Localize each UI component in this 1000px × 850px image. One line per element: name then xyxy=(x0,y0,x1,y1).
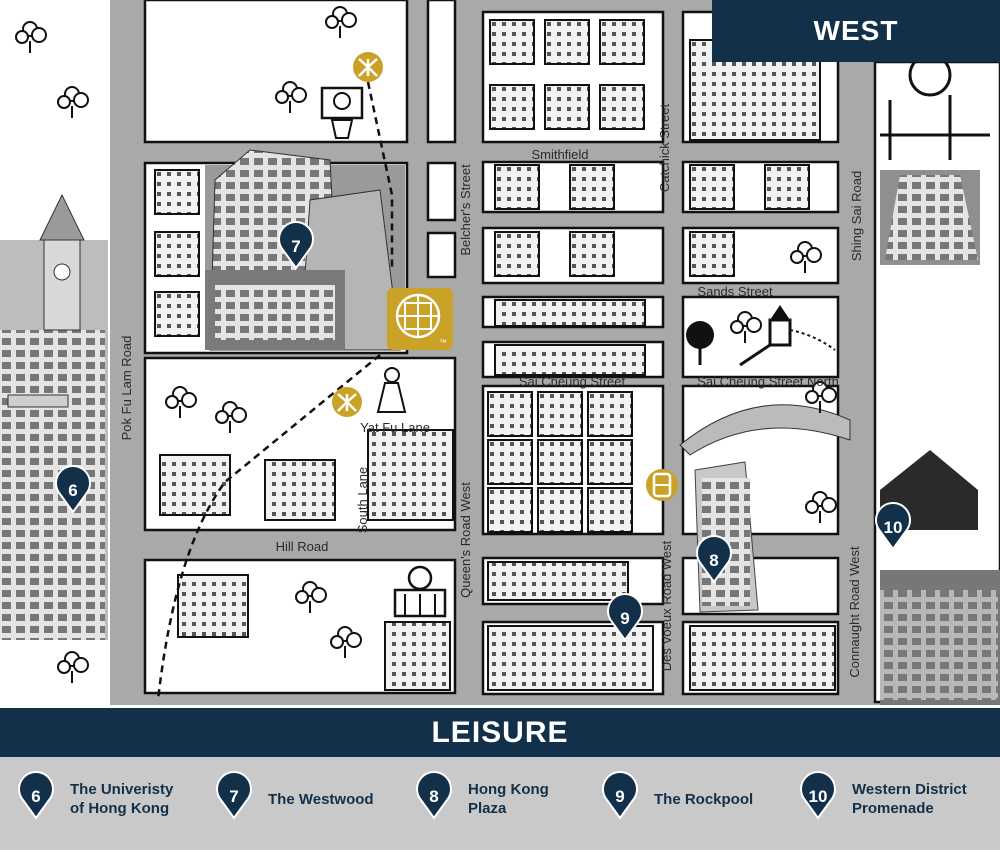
legend-item-9[interactable]: 9 The Rockpool xyxy=(600,771,753,827)
hotel-logo-icon: ™ xyxy=(387,288,453,350)
playground-icon xyxy=(686,305,836,367)
pedestrian-icon xyxy=(376,367,407,413)
legend-item-10[interactable]: 10 Western District Promenade xyxy=(798,771,967,827)
map-pin-9[interactable]: 9 xyxy=(606,593,644,641)
map-pin-8[interactable]: 8 xyxy=(695,535,733,583)
walking-route xyxy=(156,81,394,701)
street-label-queens-road-west: Queen's Road West xyxy=(458,482,473,598)
street-label-pok-fu-lam: Pok Fu Lam Road xyxy=(119,336,134,441)
map-pin-icon: 9 xyxy=(601,771,639,819)
street-label-yat-fu: Yat Fu Lane xyxy=(360,420,430,435)
district-map: Smithfield Catchick Street Shing Sai Roa… xyxy=(0,0,1000,705)
legend-label: The Westwood xyxy=(268,790,374,808)
street-label-des-voeux-road-west: Des Voeux Road West xyxy=(659,540,674,671)
street-label-connaught-road-west: Connaught Road West xyxy=(847,546,862,678)
trademark-mark: ™ xyxy=(439,338,447,347)
map-pin-number: 8 xyxy=(709,551,718,570)
legend-item-6[interactable]: 6 The Univeristy of Hong Kong xyxy=(16,771,173,827)
mtr-icon xyxy=(332,387,362,417)
map-pin-number: 7 xyxy=(291,237,300,256)
legend-label: The Univeristy of Hong Kong xyxy=(70,781,174,817)
westwood-building-photo xyxy=(205,149,405,351)
street-label-catchick: Catchick Street xyxy=(657,104,672,193)
legend-pin-number: 6 xyxy=(31,787,40,806)
map-pin-icon: 6 xyxy=(17,771,55,819)
map-pin-7[interactable]: 7 xyxy=(277,221,315,269)
map-pin-icon: 8 xyxy=(415,771,453,819)
street-label-smithfield: Smithfield xyxy=(531,147,588,162)
street-label-south-lane: South Lane xyxy=(355,467,370,534)
promenade-photos xyxy=(880,53,1000,705)
street-label-hill-road: Hill Road xyxy=(276,539,329,554)
street-label-sands: Sands Street xyxy=(697,284,773,299)
category-bar: LEISURE xyxy=(0,705,1000,757)
map-pin-6[interactable]: 6 xyxy=(54,465,92,513)
legend-label: Western District Promenade xyxy=(852,781,967,817)
street-label-belchers: Belcher's Street xyxy=(458,164,473,256)
legend-label: The Rockpool xyxy=(654,790,754,808)
map-pin-number: 6 xyxy=(68,481,77,500)
legend: 6 The Univeristy of Hong Kong 7 The West… xyxy=(0,757,1000,850)
map-pin-10[interactable]: 10 xyxy=(874,502,912,550)
legend-pin-number: 7 xyxy=(229,787,238,806)
legend-pin-number: 8 xyxy=(429,787,438,806)
region-banner: WEST xyxy=(712,0,1000,62)
tram-icon xyxy=(646,469,678,501)
map-pin-number: 10 xyxy=(884,518,903,537)
legend-label: Hong Kong Plaza xyxy=(468,781,549,817)
legend-item-7[interactable]: 7 The Westwood xyxy=(214,771,374,827)
hku-building-photo xyxy=(0,193,108,640)
sports-centre-icon xyxy=(393,565,447,618)
street-label-shing-sai: Shing Sai Road xyxy=(849,171,864,261)
map-pin-number: 9 xyxy=(620,609,629,628)
legend-item-8[interactable]: 8 Hong Kong Plaza xyxy=(414,771,549,827)
map-pin-icon: 7 xyxy=(215,771,253,819)
street-label-sai-cheung: Sai Cheung Street xyxy=(519,374,626,389)
legend-pin-number: 9 xyxy=(615,787,624,806)
mtr-icon xyxy=(353,52,383,82)
category-title: LEISURE xyxy=(431,715,569,749)
legend-pin-number: 10 xyxy=(809,787,828,806)
map-pin-icon: 10 xyxy=(799,771,837,819)
street-label-sai-cheung-north: Sai Cheung Street North xyxy=(697,374,839,389)
region-title: WEST xyxy=(813,15,899,46)
basketball-court-icon xyxy=(320,86,364,139)
